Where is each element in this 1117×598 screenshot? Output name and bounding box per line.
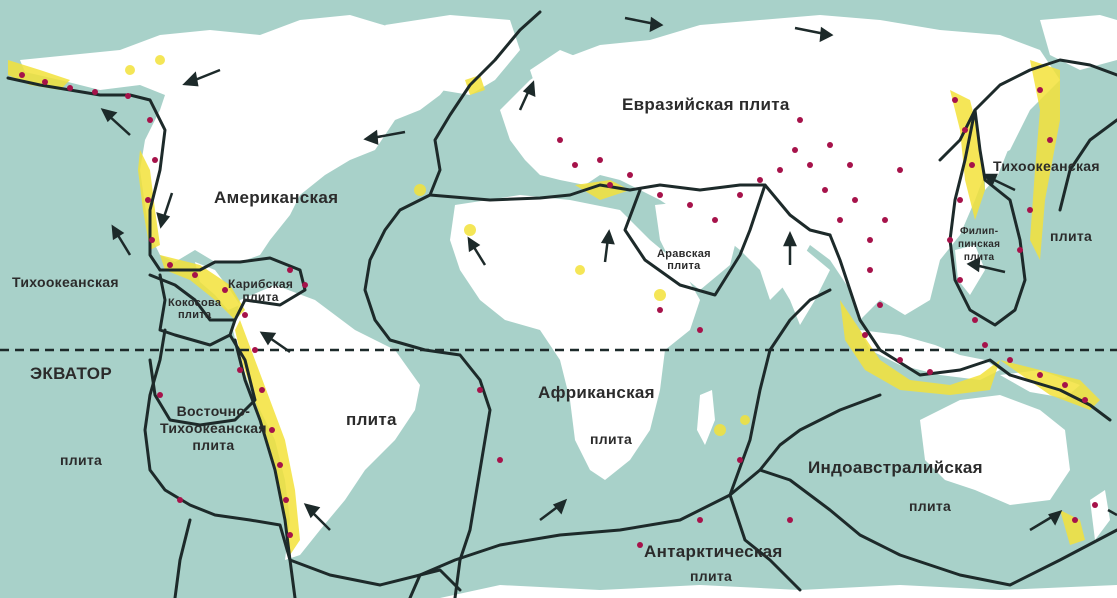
label-philippine-line3: плита bbox=[963, 252, 995, 263]
label-philippine-line1: Филип- bbox=[959, 226, 999, 237]
arrow bbox=[467, 236, 487, 266]
arrow bbox=[624, 16, 664, 33]
label-pacific-east: Тихоокеанская bbox=[993, 158, 1100, 174]
label-philippine-plate: Филип- пинская плита bbox=[958, 225, 1000, 264]
arrow bbox=[1029, 510, 1063, 532]
label-east-pacific-line1: Восточно- bbox=[176, 403, 251, 419]
scandinavia-land bbox=[530, 50, 585, 110]
label-african-plate-word: плита bbox=[590, 431, 633, 447]
label-arabian-plate: Аравская плита bbox=[657, 248, 711, 272]
label-caribbean-line2: плита bbox=[242, 290, 279, 304]
label-antarctic-plate: Антарктическая bbox=[644, 542, 783, 561]
label-east-pacific-line2: Тихоокеанская bbox=[160, 420, 267, 436]
label-caribbean-plate: Карибская плита bbox=[228, 278, 293, 304]
label-cocos-line2: плита bbox=[177, 309, 212, 321]
label-pacific-west: Тихоокеанская bbox=[12, 274, 119, 290]
label-eurasian-plate: Евразийская плита bbox=[622, 95, 790, 114]
label-indo-australian-plate-word: плита bbox=[909, 498, 952, 514]
label-caribbean-line1: Карибская bbox=[228, 277, 294, 291]
arrow bbox=[259, 331, 291, 354]
label-pacific-west-plate: плита bbox=[60, 452, 103, 468]
arrow bbox=[518, 80, 536, 111]
label-american-plate-word: плита bbox=[346, 410, 397, 429]
label-arabian-line2: плита bbox=[667, 260, 701, 272]
label-american-plate: Американская bbox=[214, 188, 339, 207]
arrow bbox=[363, 129, 406, 145]
arrow bbox=[1107, 508, 1117, 517]
south-america-land bbox=[233, 285, 420, 560]
label-east-pacific-plate: Восточно- Тихоокеанская плита bbox=[160, 403, 267, 454]
label-antarctic-plate-word: плита bbox=[690, 568, 733, 584]
plate-motion-arrows bbox=[100, 16, 1117, 532]
plate-boundaries bbox=[6, 10, 1117, 598]
arrow bbox=[783, 230, 797, 265]
label-cocos-line1: Кокосова bbox=[168, 297, 222, 309]
north-america-land bbox=[20, 15, 460, 262]
far-east-land bbox=[1040, 15, 1117, 70]
label-equator: ЭКВАТОР bbox=[30, 364, 112, 383]
arrow bbox=[794, 26, 834, 43]
arrow bbox=[100, 108, 131, 136]
africa-land bbox=[450, 195, 700, 480]
madagascar-land bbox=[697, 390, 715, 445]
arrow bbox=[966, 256, 1006, 274]
label-cocos-plate: Кокосова плита bbox=[168, 297, 221, 321]
label-arabian-line1: Аравская bbox=[657, 248, 711, 260]
arrow bbox=[156, 192, 174, 229]
label-east-pacific-line3: плита bbox=[192, 437, 235, 453]
india-land bbox=[760, 245, 830, 325]
philippines-land bbox=[955, 245, 985, 295]
label-philippine-line2: пинская bbox=[958, 239, 1001, 250]
greenland-land bbox=[385, 15, 520, 95]
arrow bbox=[303, 503, 331, 531]
antarctica-land bbox=[440, 585, 1117, 598]
arrow bbox=[111, 224, 132, 256]
australia-land bbox=[920, 395, 1070, 505]
arrow bbox=[539, 498, 568, 521]
arrow bbox=[600, 229, 615, 263]
label-african-plate: Африканская bbox=[538, 383, 655, 402]
label-pacific-east-plate: плита bbox=[1050, 228, 1093, 244]
japan-land bbox=[985, 120, 1010, 190]
arrow bbox=[182, 68, 221, 87]
label-indo-australian-plate: Индоавстралийская bbox=[808, 458, 983, 477]
earthquake-dots bbox=[19, 72, 1098, 548]
arabia-land bbox=[655, 200, 740, 290]
arrow bbox=[982, 173, 1016, 192]
